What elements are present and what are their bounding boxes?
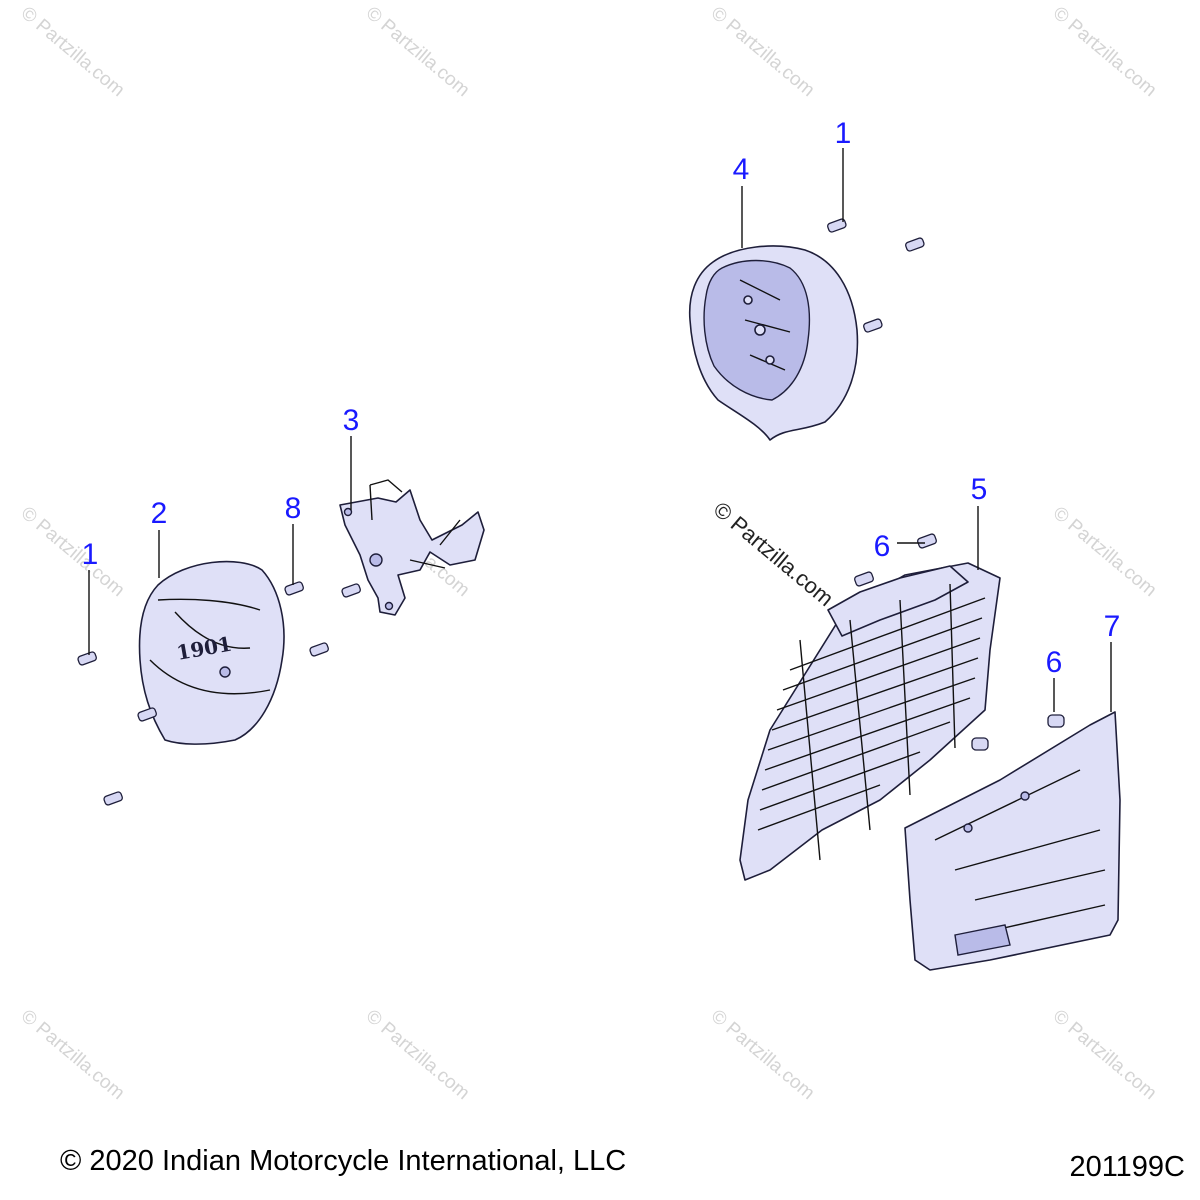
watermark: © Partzilla.com xyxy=(362,3,474,101)
watermark: © Partzilla.com xyxy=(707,3,819,101)
callout-4: 4 xyxy=(733,153,750,186)
callout-5: 5 xyxy=(971,473,988,506)
callout-7: 7 xyxy=(1104,610,1121,643)
callout-6-mid: 6 xyxy=(1046,646,1063,679)
callout-8: 8 xyxy=(285,492,302,525)
callout-1-right: 1 xyxy=(835,117,852,150)
bolt xyxy=(77,581,361,806)
watermark: © Partzilla.com xyxy=(1049,503,1161,601)
callout-2: 2 xyxy=(151,497,168,530)
callout-3: 3 xyxy=(343,404,360,437)
callout-6-top: 6 xyxy=(874,530,891,563)
copyright-text: © 2020 Indian Motorcycle International, … xyxy=(60,1145,626,1177)
watermark: © Partzilla.com xyxy=(1049,3,1161,101)
callouts: 1 4 3 8 2 1 5 6 6 7 xyxy=(82,117,1121,679)
watermark: © Partzilla.com xyxy=(707,1006,819,1104)
part-7-cover-panel xyxy=(904,711,1121,971)
watermark: © Partzilla.com xyxy=(17,3,129,101)
leader-lines xyxy=(88,148,1112,712)
part-4-housing-cover xyxy=(688,245,859,441)
watermark: © Partzilla.com xyxy=(1049,1006,1161,1104)
bolt xyxy=(854,533,1065,751)
diagram-id: 201199C xyxy=(1069,1151,1185,1183)
watermark: © Partzilla.com xyxy=(362,1006,474,1104)
watermark-center: © Partzilla.com xyxy=(709,497,839,611)
part-5-radiator-grille xyxy=(739,562,1001,881)
callout-1-left: 1 xyxy=(82,538,99,571)
part-2-nacelle-cover: 1901 xyxy=(138,560,285,745)
watermark: © Partzilla.com xyxy=(17,503,129,601)
part-3-bracket xyxy=(339,479,485,616)
bolt xyxy=(827,218,925,333)
watermark: © Partzilla.com xyxy=(17,1006,129,1104)
